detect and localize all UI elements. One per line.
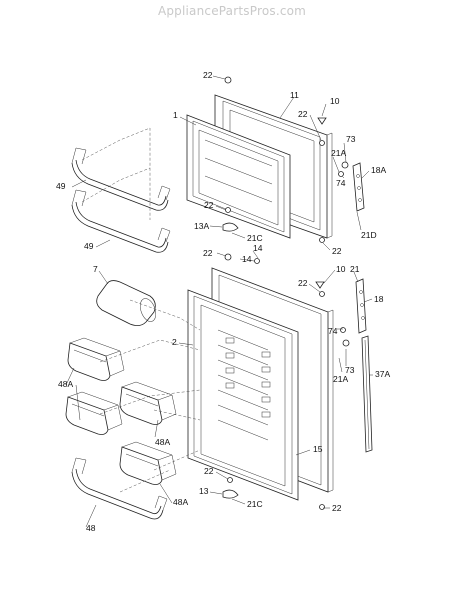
callout-73: 73 [345, 365, 355, 375]
callout-73: 73 [346, 134, 356, 144]
freezer-door-shelf-upper [71, 147, 171, 211]
liner-shelf-ribs [217, 329, 269, 441]
callout-48a: 48A [155, 437, 170, 447]
callout-21: 21 [350, 264, 360, 274]
callout-14: 14 [242, 254, 252, 264]
callout-11: 11 [290, 90, 299, 100]
liner-shelf-notches [225, 337, 271, 418]
site-watermark: AppliancePartsPros.com [157, 4, 307, 18]
door-bin-upper-left [67, 337, 125, 381]
callout-labels: 22 11 10 1 22 73 21A 18A 74 49 49 22 13A… [56, 70, 390, 533]
door-bin-lower-right [119, 441, 177, 485]
callout-37a: 37A [375, 369, 390, 379]
fresh-food-hinge-bracket [355, 278, 367, 334]
callout-2: 2 [172, 337, 177, 347]
callout-22: 22 [332, 503, 342, 513]
callout-1: 1 [173, 110, 178, 120]
callout-22: 22 [204, 466, 214, 476]
callout-48a: 48A [173, 497, 188, 507]
callout-7: 7 [93, 264, 98, 274]
door-handle-rail [361, 335, 373, 453]
callout-13: 13 [199, 486, 209, 496]
callout-22: 22 [298, 278, 308, 288]
fresh-food-door-screws [222, 253, 325, 510]
callout-18a: 18A [371, 165, 386, 175]
callout-21c: 21C [247, 233, 263, 243]
freezer-door-liner [186, 114, 291, 239]
fresh-food-door-liner [187, 289, 299, 501]
callout-13a: 13A [194, 221, 209, 231]
callout-10: 10 [336, 264, 346, 274]
callout-74: 74 [336, 178, 346, 188]
callout-leaders [65, 75, 373, 528]
callout-48a: 48A [58, 379, 73, 389]
callout-22: 22 [203, 248, 213, 258]
callout-14: 14 [253, 243, 263, 253]
freezer-door-shelf-lower [71, 189, 171, 253]
door-bin-middle-left [65, 391, 123, 435]
callout-21a: 21A [331, 148, 346, 158]
callout-49: 49 [56, 181, 66, 191]
callout-48: 48 [86, 523, 96, 533]
callout-49: 49 [84, 241, 94, 251]
hinge-pin-bushing-lower [340, 327, 350, 347]
callout-22: 22 [204, 200, 214, 210]
callout-15: 15 [313, 444, 323, 454]
callout-22: 22 [332, 246, 342, 256]
door-shelf-bottom [71, 457, 168, 520]
callout-21a: 21A [333, 374, 348, 384]
hinge-pin-bushing-upper [338, 161, 349, 177]
callout-22: 22 [298, 109, 308, 119]
dairy-compartment-cover [96, 280, 157, 326]
callout-21d: 21D [361, 230, 377, 240]
callout-21c: 21C [247, 499, 263, 509]
callout-74: 74 [328, 326, 338, 336]
door-bin-middle-right [119, 381, 177, 425]
freezer-hinge-bracket [352, 162, 365, 212]
callout-10: 10 [330, 96, 340, 106]
callout-22: 22 [203, 70, 213, 80]
callout-18: 18 [374, 294, 384, 304]
